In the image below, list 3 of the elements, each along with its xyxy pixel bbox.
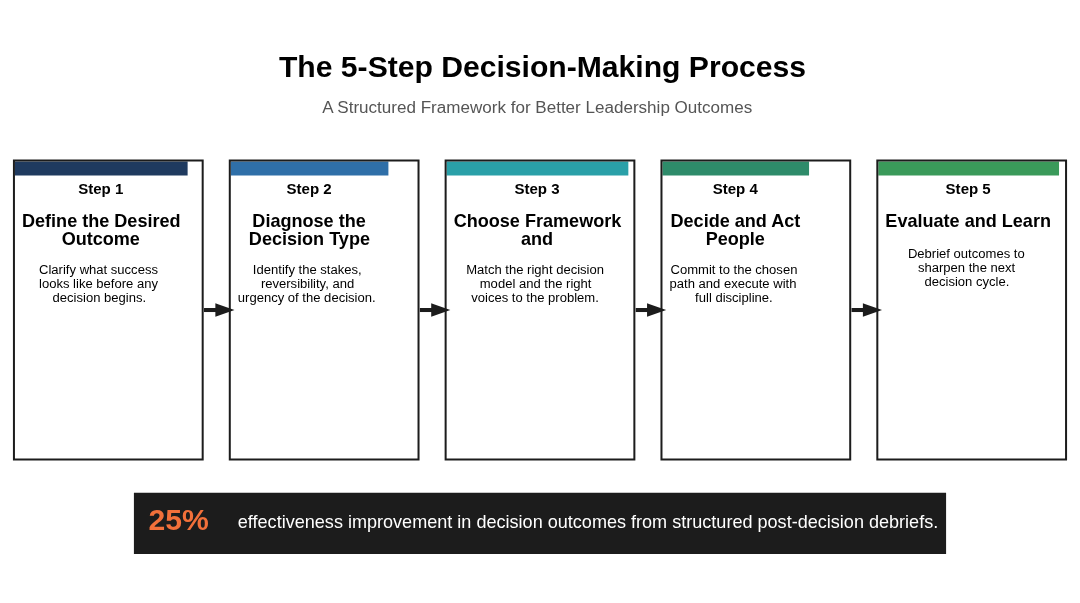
diagram-title: The 5-Step Decision-Making Process	[278, 49, 807, 83]
label: A Structured Framework for Better Leadership Outcomes	[322, 97, 753, 117]
node-box: 25% effectiveness improvement in decision outcomes from structured post-decision debriefs.	[133, 492, 947, 554]
